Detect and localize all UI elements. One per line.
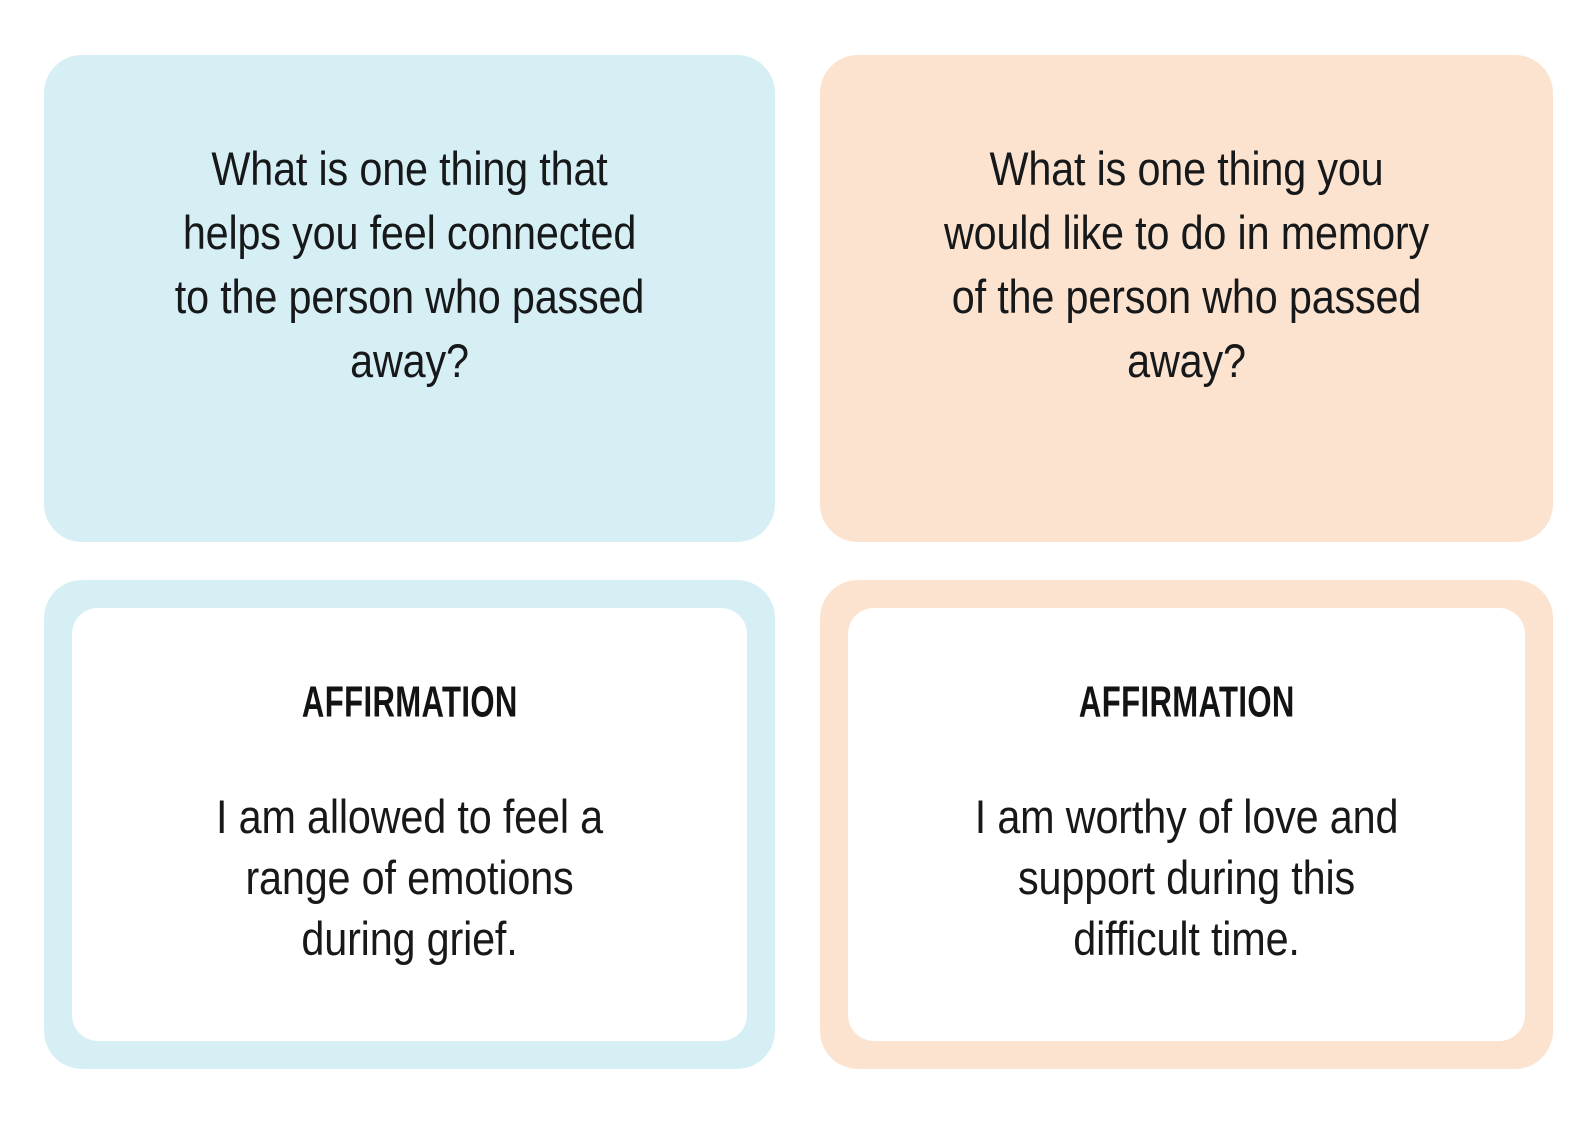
question-card-right[interactable]: What is one thing you would like to do i…	[820, 55, 1553, 542]
affirmation-card-right[interactable]: AFFIRMATION I am worthy of love and supp…	[820, 580, 1553, 1069]
question-text-left: What is one thing that helps you feel co…	[174, 142, 645, 387]
affirmation-panel-left: AFFIRMATION I am allowed to feel a range…	[72, 608, 747, 1041]
affirmation-text-left: I am allowed to feel a range of emotions…	[216, 790, 603, 965]
affirmation-text-right: I am worthy of love and support during t…	[974, 790, 1399, 965]
affirmation-card-left[interactable]: AFFIRMATION I am allowed to feel a range…	[44, 580, 775, 1069]
question-text-right: What is one thing you would like to do i…	[943, 142, 1430, 387]
affirmation-panel-right: AFFIRMATION I am worthy of love and supp…	[848, 608, 1525, 1041]
affirmation-label-left: AFFIRMATION	[301, 677, 518, 726]
affirmation-label-right: AFFIRMATION	[1078, 677, 1295, 726]
question-card-left[interactable]: What is one thing that helps you feel co…	[44, 55, 775, 542]
